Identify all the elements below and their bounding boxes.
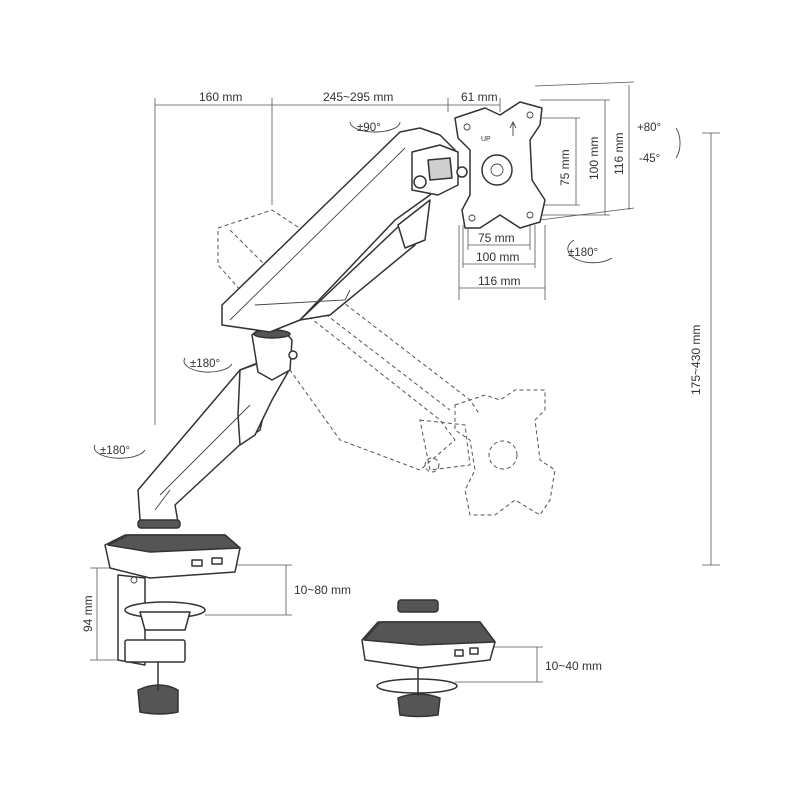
- upper-joint-label: ±180°: [190, 358, 220, 370]
- vesa-116-h-label: 116 mm: [612, 133, 626, 175]
- vesa-offset-label: 61 mm: [461, 90, 498, 104]
- arm-lower-label: 160 mm: [199, 90, 242, 104]
- clamp-range-label: 10~80 mm: [294, 583, 351, 597]
- monitor-arm: [137, 127, 468, 523]
- rotation-labels: ±90° +80° -45° ±180° ±180° ±180°: [100, 122, 661, 457]
- grommet-base: [361, 599, 496, 718]
- alternate-position-outline: [217, 209, 556, 516]
- head-swivel-label: ±90°: [357, 122, 381, 134]
- clamp-base: [104, 519, 241, 715]
- dimension-lines: [90, 81, 720, 683]
- vesa-100-w-label: 100 mm: [476, 250, 519, 264]
- arm-upper-label: 245~295 mm: [323, 90, 393, 104]
- tilt-up-label: +80°: [637, 122, 661, 134]
- rotation-arrows: [93, 121, 681, 459]
- clamp-height-label: 94 mm: [81, 595, 95, 632]
- grommet-range-label: 10~40 mm: [545, 659, 602, 673]
- vesa-75-h-label: 75 mm: [558, 149, 572, 186]
- vesa-75-w-label: 75 mm: [478, 231, 515, 245]
- tilt-down-label: -45°: [639, 153, 660, 165]
- dimension-labels: 160 mm 245~295 mm 61 mm 175~430 mm 94 mm…: [81, 90, 703, 673]
- base-joint-label: ±180°: [100, 445, 130, 457]
- up-marker: UP: [481, 136, 491, 143]
- height-range-label: 175~430 mm: [689, 325, 703, 395]
- plate-rotate-label: ±180°: [568, 247, 598, 259]
- vesa-116-w-label: 116 mm: [478, 274, 520, 288]
- vesa-100-h-label: 100 mm: [587, 137, 601, 180]
- vesa-plate-top: UP: [454, 101, 546, 229]
